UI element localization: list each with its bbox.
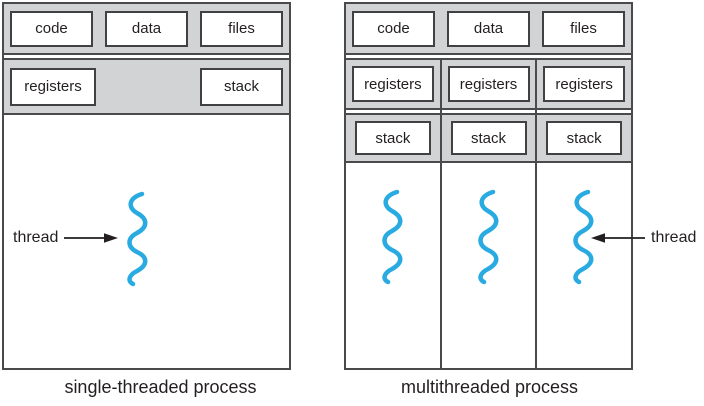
shared-resources-band: code data files: [4, 4, 289, 55]
stack-box: stack: [354, 121, 431, 155]
multithreaded-process-diagram: code data files registers stack: [344, 2, 633, 370]
thread-callout: thread: [13, 229, 119, 246]
data-box: data: [447, 10, 530, 47]
registers-label: registers: [555, 75, 613, 93]
thread-column-2: registers stack: [439, 60, 536, 368]
stack-box: stack: [546, 121, 623, 155]
registers-box: registers: [10, 67, 96, 106]
registers-cell: registers: [346, 60, 440, 110]
data-label: data: [131, 20, 162, 37]
registers-cell: registers: [441, 60, 536, 110]
multithreaded-caption: multithreaded process: [400, 377, 579, 397]
single-threaded-caption: single-threaded process: [64, 377, 257, 397]
thread-squiggle-icon: [573, 189, 594, 285]
code-label: code: [35, 20, 68, 37]
thread-area: [441, 163, 536, 368]
data-box: data: [105, 10, 188, 47]
registers-box: registers: [543, 66, 626, 102]
stack-box: stack: [450, 121, 527, 155]
thread-label: thread: [13, 229, 59, 246]
band-divider: [346, 110, 440, 113]
code-box: code: [10, 10, 93, 47]
thread-area: [537, 163, 632, 368]
thread-columns: registers stack reg: [346, 58, 632, 368]
thread-label: thread: [651, 229, 697, 246]
data-label: data: [473, 20, 504, 37]
registers-label: registers: [24, 78, 82, 95]
band-divider: [346, 55, 631, 58]
registers-label: registers: [364, 75, 422, 93]
thread-column-1: registers stack: [346, 60, 440, 368]
stack-cell: stack: [537, 113, 632, 163]
stack-box: stack: [200, 67, 283, 106]
thread-area: [346, 163, 440, 368]
thread-squiggle-icon: [382, 189, 403, 285]
registers-box: registers: [447, 66, 530, 102]
stack-cell: stack: [441, 113, 536, 163]
stack-cell: stack: [346, 113, 440, 163]
thread-callout: thread: [591, 230, 696, 246]
files-box: files: [200, 10, 283, 47]
thread-squiggle-icon: [127, 191, 148, 287]
arrow-left-icon: [591, 233, 645, 243]
thread-squiggle-icon: [477, 189, 498, 285]
thread-area: thread: [4, 115, 289, 368]
code-label: code: [377, 20, 410, 37]
stack-label: stack: [470, 129, 506, 147]
thread-column-3: registers stack: [535, 60, 632, 368]
stack-label: stack: [375, 129, 411, 147]
shared-resources-band: code data files: [346, 4, 631, 55]
files-label: files: [228, 20, 255, 37]
files-box: files: [542, 10, 625, 47]
files-label: files: [570, 20, 597, 37]
band-divider: [4, 55, 289, 58]
single-threaded-process-diagram: code data files registers stack thread: [2, 2, 291, 370]
stack-label: stack: [223, 78, 259, 95]
arrow-right-icon: [64, 233, 119, 243]
band-divider: [537, 110, 632, 113]
registers-label: registers: [459, 75, 518, 93]
code-box: code: [352, 10, 435, 47]
stack-label: stack: [566, 129, 602, 147]
registers-cell: registers: [537, 60, 632, 110]
registers-box: registers: [351, 66, 434, 102]
thread-resources-band: registers stack: [4, 58, 289, 115]
band-divider: [441, 110, 536, 113]
